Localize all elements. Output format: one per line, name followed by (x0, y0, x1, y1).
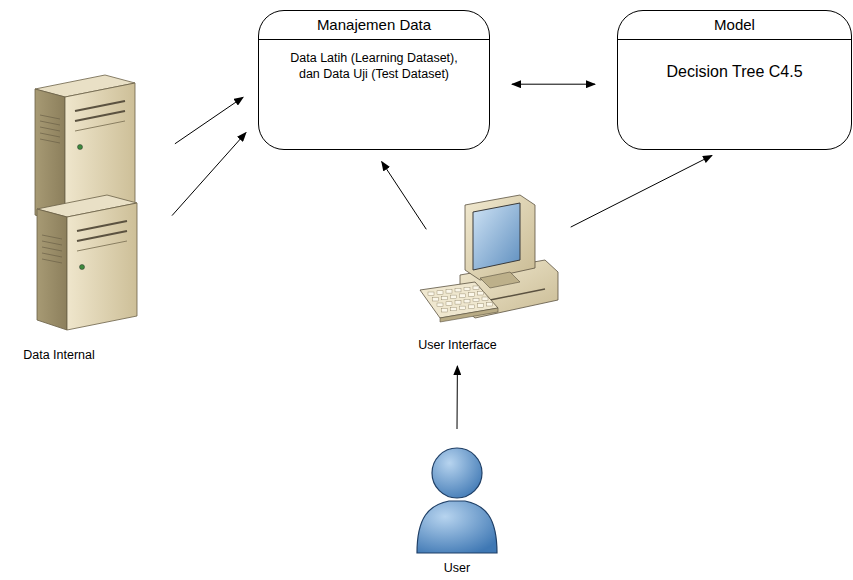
server-icon-art (5, 70, 160, 340)
arrow-connector (571, 155, 712, 227)
arrow-connector (175, 97, 243, 144)
server-icon: Data Internal (5, 70, 160, 370)
icon-label: User (407, 561, 507, 576)
icon-label: Data Internal (5, 348, 113, 363)
box-heading: Manajemen Data (259, 11, 489, 40)
rounded-box: ModelDecision Tree C4.5 (617, 10, 852, 150)
box-body-text: Data Latih (Learning Dataset), dan Data … (285, 50, 463, 82)
computer-icon: User Interface (380, 190, 560, 360)
rounded-box: Manajemen DataData Latih (Learning Datas… (258, 10, 490, 150)
user-icon-art (407, 435, 507, 557)
box-body-text: Decision Tree C4.5 (635, 62, 835, 82)
box-heading: Model (618, 11, 851, 40)
icon-label: User Interface (380, 338, 535, 353)
arrow-connector (382, 162, 427, 230)
arrow-connector (172, 133, 246, 216)
computer-icon-art (380, 190, 560, 330)
arrow-connector (512, 84, 595, 85)
arrow-connector (457, 366, 458, 429)
user-icon: User (407, 435, 507, 578)
